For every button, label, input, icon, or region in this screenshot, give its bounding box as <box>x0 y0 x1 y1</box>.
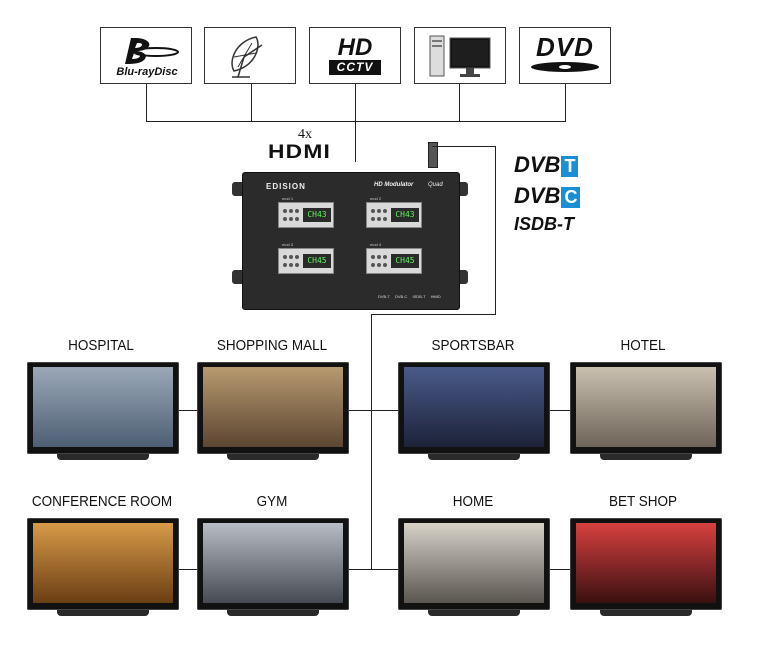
module-2-channel: CH43 <box>391 208 419 222</box>
output-label-isdbt: ISDB-T <box>412 294 426 299</box>
location-label-hospital: HOSPITAL <box>68 337 134 354</box>
dvd-label: DVD <box>536 31 594 62</box>
hdmi-count: 4x <box>298 127 312 142</box>
tv-hospital <box>27 362 179 462</box>
module-3-panel: CH45 <box>278 248 334 274</box>
bluray-label: Blu-rayDisc <box>116 66 178 78</box>
bluray-disc-icon <box>125 37 179 64</box>
dvbc-box: C <box>561 187 581 208</box>
dvd-icon: DVD <box>530 34 600 78</box>
tv-screen-shopping-mall <box>203 367 343 447</box>
hd-label: HD <box>337 34 373 61</box>
dvbt-box: T <box>561 156 579 177</box>
satellite-dish-icon <box>231 35 263 78</box>
dvbc-main: DVB <box>514 183 561 208</box>
hd-cctv-icon: HD CCTV <box>328 34 382 75</box>
tv-shopping-mall <box>197 362 349 462</box>
device-brand: EDISION <box>266 182 306 191</box>
module-2-panel: CH43 <box>366 202 422 228</box>
link-home-betshop <box>549 569 571 570</box>
module-4-panel: CH45 <box>366 248 422 274</box>
link-hospital-mall <box>178 410 198 411</box>
connector-satellite <box>251 84 252 122</box>
source-bluray: Blu-rayDisc <box>100 27 192 84</box>
module-2-name: mod 2 <box>370 196 382 201</box>
rf-line-across <box>371 314 496 315</box>
tv-screen-hotel <box>576 367 716 447</box>
tv-gym <box>197 518 349 618</box>
tv-home <box>398 518 550 618</box>
location-label-home: HOME <box>452 493 494 510</box>
rf-connector <box>428 142 438 168</box>
output-label-dvbt: DVB-T <box>378 294 390 299</box>
output-label-hmid: HMID <box>430 294 441 299</box>
tv-screen-home <box>404 523 544 603</box>
link-gym-home <box>349 569 399 570</box>
dvbt-main: DVB <box>514 152 561 177</box>
device-model-tag: Quad <box>428 182 443 188</box>
device-output-labels: DVB-T DVB-C ISDB-T HMID <box>378 294 441 299</box>
connector-bluray <box>146 84 147 122</box>
rf-trunk <box>371 314 372 569</box>
rf-line-down <box>495 146 496 314</box>
connector-hdcctv <box>355 84 356 162</box>
isdb-logo: ISDB-T <box>514 214 574 234</box>
device-model: HD Modulator <box>374 182 414 188</box>
location-label-sportsbar: SPORTSBAR <box>431 337 515 354</box>
location-label-shopping-mall: SHOPPING MALL <box>216 337 328 354</box>
module-4-name: mod 4 <box>370 242 382 247</box>
output-label-dvbc: DVB-C <box>395 294 408 299</box>
link-sportsbar-hotel <box>549 410 571 411</box>
link-conference-gym <box>178 569 198 570</box>
location-label-gym: GYM <box>256 493 288 510</box>
desktop-computer-icon <box>429 35 491 77</box>
tv-screen-bet-shop <box>576 523 716 603</box>
link-mall-sportsbar <box>349 410 399 411</box>
tv-conference-room <box>27 518 179 618</box>
hd-modulator-device: EDISION HD Modulator Quad mod 1 CH43 mod… <box>232 170 468 310</box>
cctv-label: CCTV <box>328 60 382 75</box>
location-label-conference-room: CONFERENCE ROOM <box>31 493 173 510</box>
connector-dvd <box>565 84 566 122</box>
tv-screen-sportsbar <box>404 367 544 447</box>
tv-screen-hospital <box>33 367 173 447</box>
module-1-name: mod 1 <box>282 196 294 201</box>
source-hd-cctv: HD CCTV <box>309 27 401 84</box>
hdmi-label: HDMI <box>268 142 332 163</box>
tv-sportsbar <box>398 362 550 462</box>
source-pc <box>414 27 506 84</box>
tv-hotel <box>570 362 722 462</box>
location-label-hotel: HOTEL <box>620 337 666 354</box>
source-dvd: DVD <box>519 27 611 84</box>
rf-line-top <box>432 146 496 147</box>
tv-screen-gym <box>203 523 343 603</box>
module-3-channel: CH45 <box>303 254 331 268</box>
location-label-bet-shop: BET SHOP <box>608 493 678 510</box>
source-satellite <box>204 27 296 84</box>
module-3-name: mod 3 <box>282 242 294 247</box>
tv-screen-conference-room <box>33 523 173 603</box>
module-4-channel: CH45 <box>391 254 419 268</box>
module-1-panel: CH43 <box>278 202 334 228</box>
connector-pc <box>459 84 460 122</box>
tv-bet-shop <box>570 518 722 618</box>
module-1-channel: CH43 <box>303 208 331 222</box>
connector-bus <box>146 121 566 122</box>
